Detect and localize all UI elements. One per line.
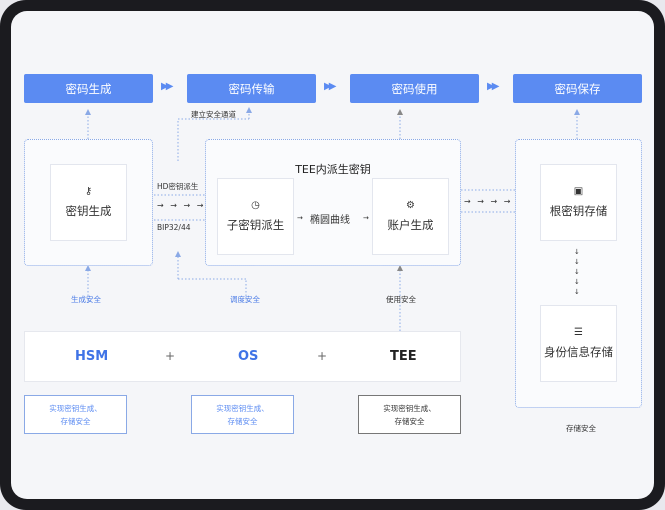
gen-safe-label: 生成安全 xyxy=(71,295,101,304)
screen: 密码生成 ▶▶ 密码传输 ▶▶ 密码使用 ▶▶ 密码保存 建立安全通道 ⚷ 密钥… xyxy=(11,11,654,499)
note-hsm: 实现密钥生成、 存储安全 xyxy=(24,395,127,434)
top-button-transfer[interactable]: 密码传输 xyxy=(187,74,316,103)
platform-tee[interactable]: TEE xyxy=(390,349,417,364)
account-box[interactable]: ⚙ 账户生成 xyxy=(372,178,449,255)
call-safe-label: 调度安全 xyxy=(230,295,260,304)
root-key-store-box[interactable]: ▣ 根密钥存储 xyxy=(540,164,617,241)
plus-sign: + xyxy=(317,349,328,363)
key-gen-label: 密钥生成 xyxy=(65,204,112,218)
root-key-store-label: 根密钥存储 xyxy=(549,204,608,218)
key-gen-box[interactable]: ⚷ 密钥生成 xyxy=(50,164,127,241)
double-arrow-icon: ▶▶ xyxy=(324,81,337,92)
flow-arrows-right: → → → → xyxy=(464,197,513,206)
double-arrow-icon: ▶▶ xyxy=(487,81,500,92)
platform-bar xyxy=(24,331,461,382)
key-icon: ⚷ xyxy=(84,186,93,197)
identity-store-box[interactable]: ☰ 身份信息存储 xyxy=(540,305,617,382)
user-list-icon: ☰ xyxy=(574,327,583,338)
top-button-use[interactable]: 密码使用 xyxy=(350,74,479,103)
settings-icon: ⚙ xyxy=(406,200,415,211)
store-safe-label: 存储安全 xyxy=(566,424,596,433)
child-key-box[interactable]: ◷ 子密钥派生 xyxy=(217,178,294,255)
double-arrow-icon: ▶▶ xyxy=(161,81,174,92)
clock-icon: ◷ xyxy=(251,200,260,211)
use-safe-label: 使用安全 xyxy=(386,295,416,304)
account-label: 账户生成 xyxy=(387,218,434,232)
save-icon: ▣ xyxy=(573,186,584,197)
bip-label: BIP32/44 xyxy=(157,223,191,232)
arrow-icon: → xyxy=(363,214,369,222)
down-arrows: ↓↓↓↓↓ xyxy=(574,248,580,296)
flow-arrows: → → → → xyxy=(157,201,206,210)
secure-channel-label: 建立安全通道 xyxy=(191,110,236,119)
note-os: 实现密钥生成、 存储安全 xyxy=(191,395,294,434)
tee-title: TEE内派生密钥 xyxy=(295,163,371,176)
arrow-icon: → xyxy=(297,214,303,222)
hd-derivation-label: HD密钥派生 xyxy=(157,182,199,191)
elliptic-curve-label: 椭圆曲线 xyxy=(310,215,350,226)
platform-os[interactable]: OS xyxy=(238,349,259,364)
platform-hsm[interactable]: HSM xyxy=(75,349,109,364)
child-key-label: 子密钥派生 xyxy=(226,218,285,232)
note-tee: 实现密钥生成、 存储安全 xyxy=(358,395,461,434)
identity-store-label: 身份信息存储 xyxy=(544,345,613,359)
plus-sign: + xyxy=(165,349,176,363)
top-button-store[interactable]: 密码保存 xyxy=(513,74,642,103)
top-button-generate[interactable]: 密码生成 xyxy=(24,74,153,103)
